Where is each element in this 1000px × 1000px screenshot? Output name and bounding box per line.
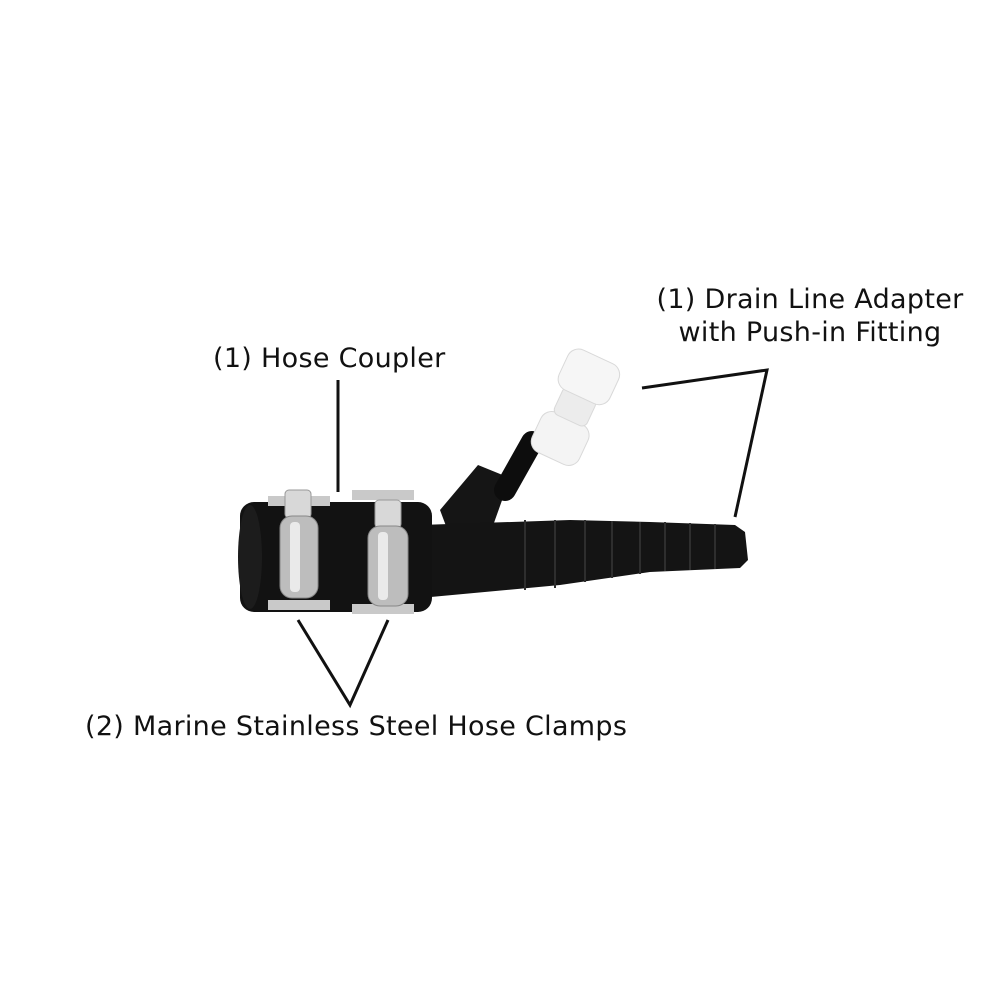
leader-lines bbox=[296, 368, 769, 709]
push-in-fitting bbox=[530, 348, 621, 466]
hose-clamp-left bbox=[268, 489, 330, 610]
drain-adapter-label: (1) Drain Line Adapter with Push-in Fitt… bbox=[640, 284, 980, 348]
hose-coupler-label: (1) Hose Coupler bbox=[213, 343, 446, 374]
drain-adapter-label-line1: (1) Drain Line Adapter bbox=[656, 284, 964, 315]
drain-adapter-label-line2: with Push-in Fitting bbox=[678, 317, 942, 348]
barbed-outlet bbox=[420, 520, 748, 598]
drain-line-adapter bbox=[440, 348, 621, 550]
hose-clamps-label: (2) Marine Stainless Steel Hose Clamps bbox=[85, 711, 628, 742]
hose-clamp-right bbox=[352, 490, 414, 614]
